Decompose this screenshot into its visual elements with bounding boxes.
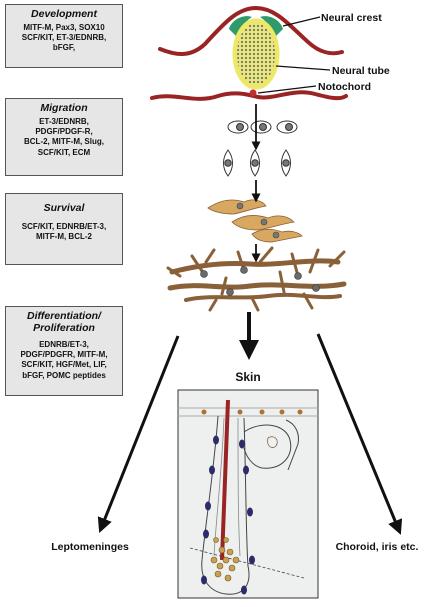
hair-bulb-melanocytes (210, 537, 240, 582)
arrow-to-leptomeninges (97, 335, 180, 533)
development-box: Development MITF-M, Pax3, SOX10 SCF/KIT,… (5, 4, 123, 68)
development-title: Development (31, 8, 97, 20)
neural-tube-label: Neural tube (332, 65, 390, 77)
notochord-label: Notochord (318, 81, 371, 93)
notochord (249, 89, 257, 97)
differentiation-factors-line: SCF/KIT, HGF/Met, LIF, (21, 360, 107, 370)
melanoblasts (207, 199, 303, 243)
pointer-neural-tube (275, 65, 331, 71)
epidermal-melanocytes (201, 409, 303, 415)
leptomeninges-label: Leptomeninges (51, 541, 129, 553)
development-factors-line: SCF/KIT, ET-3/EDNRB, (21, 33, 107, 43)
skin-label: Skin (235, 370, 260, 384)
ectoderm-curve-lower (150, 90, 348, 101)
survival-box: Survival SCF/KIT, EDNRB/ET-3, MITF-M, BC… (5, 193, 123, 265)
development-factors-line: bFGF, (52, 43, 76, 53)
differentiation-factors-line: PDGF/PDGFR, MITF-M, (20, 350, 108, 360)
sebaceous-gland (243, 424, 292, 469)
survival-title: Survival (43, 202, 85, 214)
melanocyte-nuclei (200, 266, 320, 296)
follicle-stem-cells (201, 435, 255, 595)
migration-factors-line: BCL-2, MITF-M, Slug, (24, 137, 104, 147)
hair-follicle-panel (177, 389, 319, 599)
differentiation-factors-line: bFGF, POMC peptides (22, 370, 106, 380)
migrating-cells-spindle (223, 149, 291, 177)
development-factors-line: MITF-M, Pax3, SOX10 (23, 23, 105, 32)
migration-box: Migration ET-3/EDNRB, PDGF/PDGF-R, BCL-2… (5, 98, 123, 176)
choroid-label: Choroid, iris etc. (336, 541, 419, 553)
migrating-cells-round (227, 120, 298, 134)
ectoderm-curve-upper (158, 5, 344, 56)
arrow-to-choroid (316, 333, 403, 535)
survival-factors-line: SCF/KIT, EDNRB/ET-3, (21, 222, 107, 231)
neural-crest-label: Neural crest (321, 12, 382, 24)
migration-title: Migration (40, 102, 88, 114)
survival-factors-line: MITF-M, BCL-2 (36, 232, 92, 242)
migration-factors-line: ET-3/EDNRB, (39, 117, 89, 126)
hair-shaft (220, 399, 230, 561)
migration-factors-line: PDGF/PDGF-R, (35, 127, 93, 137)
differentiation-title: Differentiation/ Proliferation (27, 310, 101, 334)
migration-factors-line: SCF/KIT, ECM (37, 147, 91, 157)
differentiation-box: Differentiation/ Proliferation EDNRB/ET-… (5, 306, 123, 396)
pointer-notochord (257, 85, 317, 94)
differentiation-factors-line: EDNRB/ET-3, (39, 340, 89, 349)
pointer-neural-crest (282, 16, 321, 27)
neural-tube-cells (237, 23, 275, 85)
melanoblast-nuclei (236, 202, 280, 239)
